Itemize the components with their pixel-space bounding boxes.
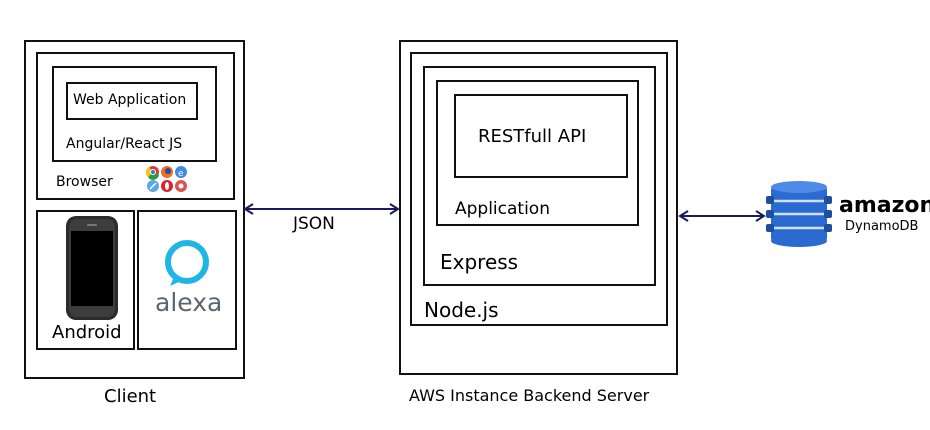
alexa-panel (137, 210, 237, 350)
client-caption: Client (104, 386, 157, 407)
chrome-icon (145, 166, 159, 180)
server-caption: AWS Instance Backend Server (409, 386, 650, 405)
application-label: Application (455, 199, 550, 219)
android-label: Android (52, 322, 122, 343)
framework-box (52, 66, 217, 162)
server-container (399, 40, 678, 375)
android-panel (36, 210, 135, 350)
application-container (436, 80, 639, 226)
opera-icon (161, 180, 173, 192)
restful-api-label: RESTfull API (478, 126, 587, 147)
web-application-label: Web Application (73, 92, 187, 108)
node-container (410, 52, 668, 326)
internet-explorer-icon: e (175, 166, 187, 179)
json-label: JSON (293, 214, 335, 234)
browser-panel (36, 52, 235, 200)
server-database-arrow (678, 210, 766, 222)
browser-label: Browser (56, 174, 113, 190)
safari-icon (147, 180, 159, 192)
client-server-arrow (243, 203, 400, 215)
amazon-logo-label: amazon (839, 193, 930, 218)
express-label: Express (440, 250, 519, 274)
express-container (423, 66, 656, 286)
firefox-icon (161, 166, 173, 178)
web-application-box (66, 82, 198, 120)
alexa-label: alexa (155, 288, 223, 317)
edge-icon (175, 180, 187, 192)
framework-label: Angular/React JS (66, 136, 183, 152)
node-label: Node.js (424, 298, 499, 322)
restful-api-box (454, 94, 628, 178)
svg-text:e: e (178, 169, 184, 179)
dynamodb-label: DynamoDB (845, 219, 919, 234)
